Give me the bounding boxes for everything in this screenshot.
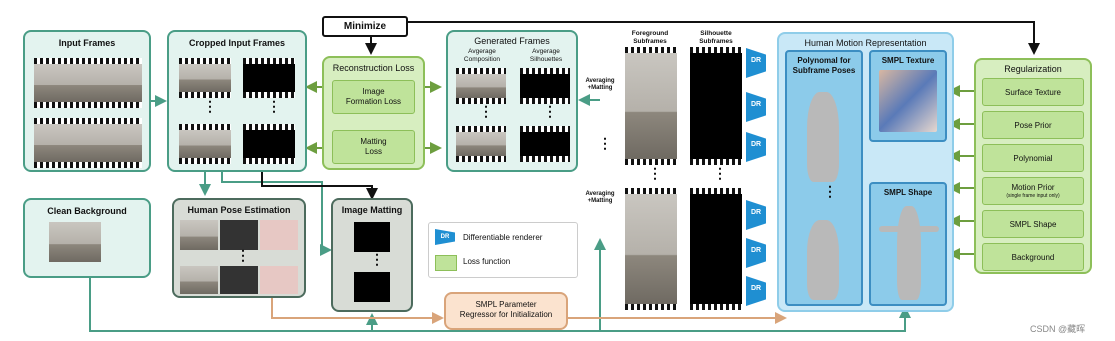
- clean-background-image: [49, 222, 101, 262]
- cropped-film-1: [179, 58, 231, 98]
- human-motion-representation-panel: Human Motion Representation Polynomal fo…: [777, 32, 954, 312]
- averaging-matting-label-2: Averaging +Matting: [585, 191, 615, 204]
- clean-background-title: Clean Background: [47, 206, 127, 216]
- reg-surface-texture-label: Surface Texture: [1005, 88, 1061, 97]
- dr-renderer-1: DR: [746, 48, 766, 78]
- pose-img-1: [180, 220, 218, 250]
- image-formation-loss: Image Formation Loss: [332, 80, 415, 114]
- matting-loss-label: Matting Loss: [360, 137, 387, 156]
- gen-sil-2: [520, 126, 570, 162]
- legend: DR Differentiable renderer Loss function: [428, 222, 578, 278]
- silhouette-subframes-label: Silhouette Subframes: [699, 30, 733, 45]
- reg-pose-prior: Pose Prior: [982, 111, 1084, 139]
- smpl-regressor-box: SMPL Parameter Regressor for Initializat…: [444, 292, 568, 330]
- reg-background-label: Background: [1011, 253, 1055, 262]
- reg-smpl-shape-label: SMPL Shape: [1009, 220, 1057, 229]
- foreground-subframes-label: Foreground Subframes: [631, 30, 669, 45]
- reg-polynomial: Polynomial: [982, 144, 1084, 172]
- image-matting-title: Image Matting: [341, 205, 403, 215]
- legend-loss-label: Loss function: [463, 257, 511, 266]
- matting-loss: Matting Loss: [332, 130, 415, 164]
- t-pose-arms: [879, 226, 939, 232]
- reconstruction-loss-panel: Reconstruction Loss Image Formation Loss…: [322, 56, 425, 170]
- reg-surface-texture: Surface Texture: [982, 78, 1084, 106]
- cropped-sil-1: [243, 58, 295, 98]
- texture-map-image: [879, 70, 937, 132]
- smpl-shape-panel: SMPL Shape: [869, 182, 947, 306]
- pose-img-4: [180, 266, 218, 294]
- smpl-texture-label: SMPL Texture: [881, 56, 935, 65]
- image-matting-panel: Image Matting ⋮: [331, 198, 413, 312]
- matting-img-1: [354, 222, 390, 252]
- legend-dr-swatch: DR: [435, 229, 455, 245]
- smpl-regressor-label: SMPL Parameter Regressor for Initializat…: [459, 300, 553, 319]
- pose-img-3: [260, 220, 298, 250]
- polynomal-subframe-poses-panel: Polynomal for Subframe Poses ⋮: [785, 50, 863, 306]
- regularization-panel: Regularization Surface Texture Pose Prio…: [974, 58, 1092, 274]
- dr-renderer-2: DR: [746, 92, 766, 122]
- minimize-box: Minimize: [322, 16, 408, 37]
- dr-renderer-3: DR: [746, 132, 766, 162]
- pose-img-5: [220, 266, 258, 294]
- image-formation-loss-label: Image Formation Loss: [345, 87, 402, 106]
- body-mesh-1: [807, 92, 839, 182]
- silhouette-subframes-bottom: [690, 188, 742, 310]
- regularization-title: Regularization: [1004, 64, 1062, 74]
- human-motion-title: Human Motion Representation: [804, 38, 927, 48]
- smpl-shape-label: SMPL Shape: [883, 188, 933, 197]
- reg-motion-prior-label: Motion Prior: [1011, 183, 1055, 192]
- generated-frames-panel: Generated Frames Avgerage Composition Av…: [446, 30, 578, 172]
- averaging-matting-label-1: Averaging +Matting: [585, 78, 615, 91]
- reg-polynomial-label: Polynomial: [1013, 154, 1053, 163]
- legend-dr-label: Differentiable renderer: [463, 233, 543, 242]
- polynomal-label: Polynomal for Subframe Poses: [792, 56, 856, 75]
- gen-film-2: [456, 126, 506, 162]
- smpl-texture-panel: SMPL Texture: [869, 50, 947, 142]
- reconstruction-loss-title: Reconstruction Loss: [332, 63, 415, 73]
- foreground-subframes-bottom: [625, 188, 677, 310]
- generated-frames-title: Generated Frames: [474, 36, 550, 46]
- legend-loss-swatch: [435, 255, 457, 271]
- dr-renderer-4: DR: [746, 200, 766, 230]
- reg-pose-prior-label: Pose Prior: [1014, 121, 1052, 130]
- watermark: CSDN @藏晖: [1030, 324, 1086, 334]
- dr-renderer-5: DR: [746, 238, 766, 268]
- cropped-frames-panel: Cropped Input Frames ⋮ ⋮: [167, 30, 307, 172]
- input-film-2: [34, 118, 142, 168]
- reg-background: Background: [982, 243, 1084, 271]
- cropped-frames-title: Cropped Input Frames: [188, 38, 285, 48]
- clean-background-panel: Clean Background: [23, 198, 151, 278]
- reg-motion-prior-note: (single frame input only): [1006, 193, 1060, 199]
- t-pose-body: [897, 206, 921, 300]
- reg-smpl-shape: SMPL Shape: [982, 210, 1084, 238]
- human-pose-title: Human Pose Estimation: [187, 205, 291, 215]
- input-frames-title: Input Frames: [58, 38, 116, 48]
- avg-silhouettes-label: Avgerage Silhouettes: [529, 48, 563, 63]
- cropped-film-2: [179, 124, 231, 164]
- pose-img-2: [220, 220, 258, 250]
- input-film-1: [34, 58, 142, 108]
- dr-renderer-6: DR: [746, 276, 766, 306]
- avg-composition-label: Avgerage Composition: [463, 48, 501, 63]
- matting-img-2: [354, 272, 390, 302]
- cropped-sil-2: [243, 124, 295, 164]
- pose-img-6: [260, 266, 298, 294]
- silhouette-subframes-top: [690, 47, 742, 165]
- gen-sil-1: [520, 68, 570, 104]
- human-pose-estimation-panel: Human Pose Estimation ⋮: [172, 198, 306, 298]
- foreground-subframes-top: [625, 47, 677, 165]
- input-frames-panel: Input Frames: [23, 30, 151, 172]
- gen-film-1: [456, 68, 506, 104]
- minimize-label: Minimize: [343, 21, 387, 32]
- reg-motion-prior: Motion Prior (single frame input only): [982, 177, 1084, 205]
- body-mesh-2: [807, 220, 839, 300]
